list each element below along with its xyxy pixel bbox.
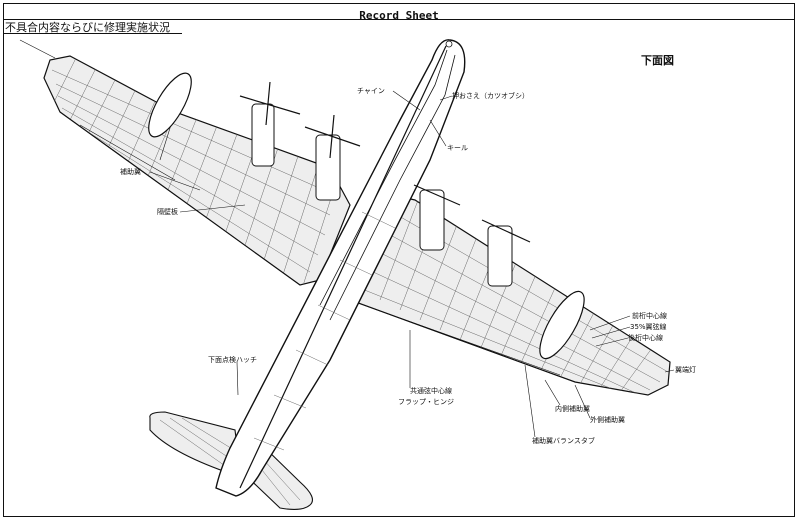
left-wing — [43, 55, 351, 286]
sheet-title: Record Sheet — [359, 9, 439, 22]
engine-nacelles — [239, 81, 531, 287]
engine-1 — [239, 81, 301, 167]
label-common-chord: 共通弦中心線 — [410, 387, 452, 395]
label-balance-tab: 補助翼バランスタブ — [532, 437, 595, 445]
defect-repair-subtitle: 不具合内容ならびに修理実施状況 — [5, 21, 170, 34]
fuselage — [215, 39, 466, 497]
label-strip-cover: 押おさえ（カツオブシ） — [452, 92, 529, 100]
label-lower-hatch: 下面点検ハッチ — [208, 356, 257, 364]
leader-lines — [19, 39, 675, 438]
engine-2 — [304, 114, 361, 201]
engine-4 — [481, 219, 531, 287]
label-keel: キール — [447, 144, 468, 152]
sheet-header: Record Sheet — [4, 4, 794, 22]
label-partition: 隔壁板 — [157, 208, 178, 216]
label-rear-spar-line: 後桁中心線 — [628, 334, 663, 342]
subtitle-underline — [4, 33, 182, 34]
label-chine: チャイン — [357, 87, 385, 95]
label-spar-line: 35%翼弦線 — [630, 323, 667, 331]
label-front-spar-line: 前桁中心線 — [632, 312, 667, 320]
label-inner-aux-wing: 内側補助翼 — [555, 405, 590, 413]
wingtip-tanks — [148, 72, 585, 360]
left-wing-skin-panels — [44, 56, 341, 285]
label-nav-light: 翼端灯 — [675, 366, 696, 374]
engine-3 — [413, 184, 461, 251]
bottom-view-label: 下面図 — [641, 54, 674, 67]
label-aux-wing: 補助翼 — [120, 168, 141, 176]
label-outer-aux-wing: 外側補助翼 — [590, 416, 625, 424]
label-flap-hinge: フラップ・ヒンジ — [398, 398, 454, 406]
